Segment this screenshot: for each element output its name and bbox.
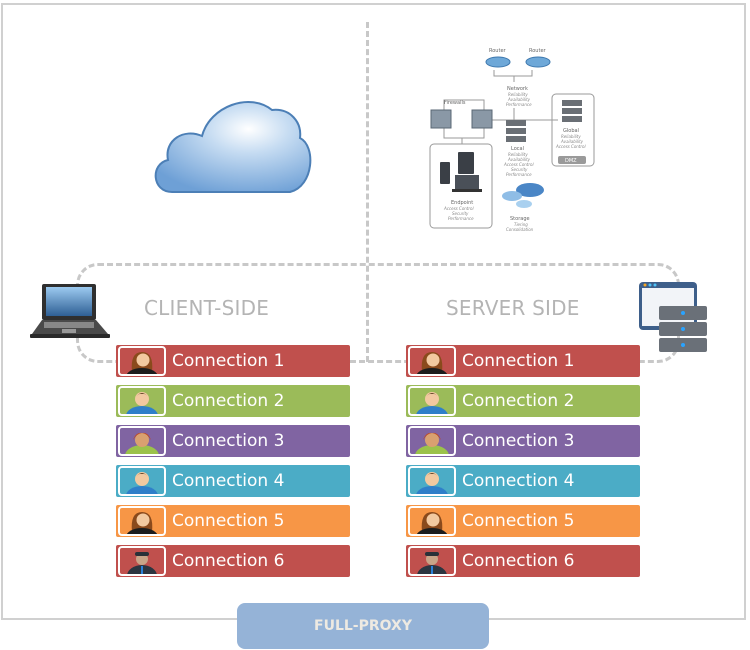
connection-label: Connection 4 xyxy=(172,471,285,491)
server-connection-1: Connection 1 xyxy=(406,345,640,377)
man-avatar-icon xyxy=(408,466,456,496)
svg-text:Access Control: Access Control xyxy=(443,206,474,211)
woman-avatar-icon xyxy=(408,506,456,536)
connection-label: Connection 1 xyxy=(172,351,285,371)
svg-text:Local: Local xyxy=(511,146,524,152)
divider-dashed-line xyxy=(366,22,369,362)
businessman-avatar-icon xyxy=(408,546,456,576)
man-avatar-icon xyxy=(118,466,166,496)
redhead-avatar-icon xyxy=(408,426,456,456)
server-connection-5: Connection 5 xyxy=(406,505,640,537)
svg-text:Router: Router xyxy=(489,48,507,54)
svg-text:Access Control: Access Control xyxy=(503,162,534,167)
laptop-icon xyxy=(30,284,110,338)
svg-text:Tiering: Tiering xyxy=(514,222,528,227)
svg-text:Consolidation: Consolidation xyxy=(506,227,534,232)
svg-text:Availability: Availability xyxy=(560,139,584,144)
woman-avatar-icon xyxy=(118,506,166,536)
svg-text:Network: Network xyxy=(507,86,528,92)
client-connection-5: Connection 5 xyxy=(116,505,350,537)
server-connection-3: Connection 3 xyxy=(406,425,640,457)
web-server-icon xyxy=(639,282,707,352)
businessman-avatar-icon xyxy=(118,546,166,576)
man-avatar-icon xyxy=(408,386,456,416)
connection-label: Connection 1 xyxy=(462,351,575,371)
connection-label: Connection 5 xyxy=(462,511,575,531)
endpoint-devices-icon xyxy=(440,152,482,192)
svg-text:Access Control: Access Control xyxy=(555,144,586,149)
connection-label: Connection 5 xyxy=(172,511,285,531)
svg-text:Performance: Performance xyxy=(506,102,532,107)
svg-text:Security: Security xyxy=(452,211,469,216)
connection-label: Connection 3 xyxy=(462,431,575,451)
svg-text:Performance: Performance xyxy=(448,216,474,221)
svg-text:Reliability: Reliability xyxy=(508,92,528,97)
server-stack-icon xyxy=(562,100,582,122)
client-connection-1: Connection 1 xyxy=(116,345,350,377)
connection-label: Connection 6 xyxy=(172,551,285,571)
svg-text:Reliability: Reliability xyxy=(561,134,581,139)
svg-text:Security: Security xyxy=(511,167,528,172)
network-diagram: Router Router Network Reliability Availa… xyxy=(422,42,602,234)
svg-text:Router: Router xyxy=(529,48,547,54)
client-connection-3: Connection 3 xyxy=(116,425,350,457)
storage-icon xyxy=(502,183,544,208)
redhead-avatar-icon xyxy=(118,426,166,456)
cloud-icon xyxy=(154,101,312,193)
svg-text:Reliability: Reliability xyxy=(508,152,528,157)
svg-text:Availability: Availability xyxy=(507,157,531,162)
client-connection-2: Connection 2 xyxy=(116,385,350,417)
connection-label: Connection 4 xyxy=(462,471,575,491)
server-connection-6: Connection 6 xyxy=(406,545,640,577)
client-side-label: CLIENT-SIDE xyxy=(144,296,270,320)
svg-text:DMZ: DMZ xyxy=(565,158,577,164)
firewall-icon xyxy=(430,109,493,129)
server-side-label: SERVER SIDE xyxy=(446,296,580,320)
connection-label: Connection 6 xyxy=(462,551,575,571)
woman-avatar-icon xyxy=(408,346,456,376)
server-stack-icon xyxy=(506,120,526,142)
svg-text:Availability: Availability xyxy=(507,97,531,102)
router-icon xyxy=(485,56,551,68)
svg-text:Storage: Storage xyxy=(510,216,530,222)
svg-text:Firewalls: Firewalls xyxy=(444,100,466,106)
woman-avatar-icon xyxy=(118,346,166,376)
client-connection-4: Connection 4 xyxy=(116,465,350,497)
connection-label: Connection 3 xyxy=(172,431,285,451)
connection-label: Connection 2 xyxy=(462,391,575,411)
connection-label: Connection 2 xyxy=(172,391,285,411)
server-connection-4: Connection 4 xyxy=(406,465,640,497)
svg-text:Endpoint: Endpoint xyxy=(451,200,473,206)
client-connection-6: Connection 6 xyxy=(116,545,350,577)
svg-text:Performance: Performance xyxy=(506,172,532,177)
server-connection-2: Connection 2 xyxy=(406,385,640,417)
full-proxy-badge: FULL-PROXY xyxy=(237,603,489,649)
svg-text:Global: Global xyxy=(563,128,579,134)
man-avatar-icon xyxy=(118,386,166,416)
